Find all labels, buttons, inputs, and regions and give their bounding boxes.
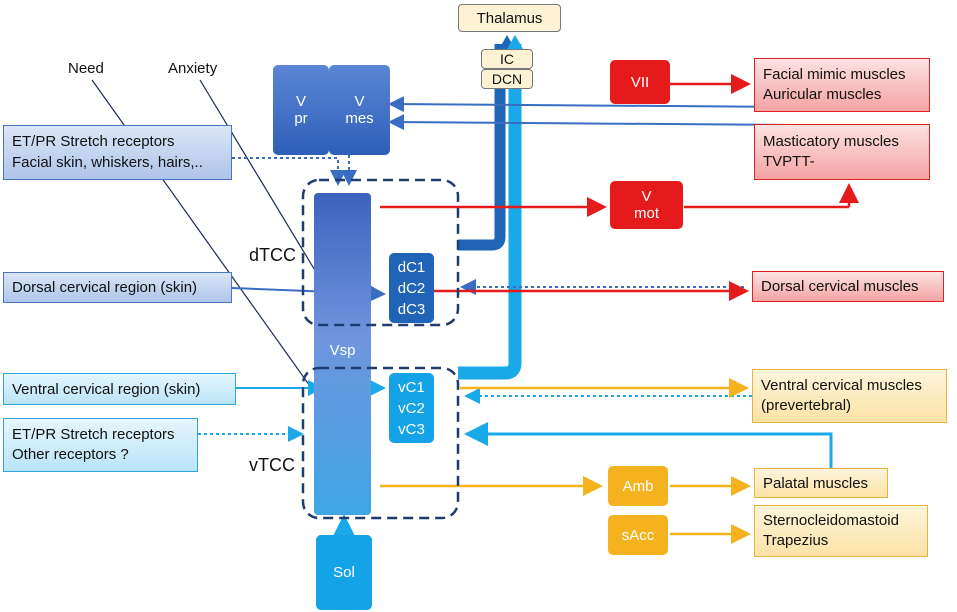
etpr-other-line2: Other receptors ? <box>12 446 129 463</box>
dc3-label: dC3 <box>397 300 426 318</box>
etpr-facial-input: ET/PR Stretch receptors Facial skin, whi… <box>3 125 232 180</box>
mast-line1: Masticatory muscles <box>763 132 899 150</box>
sacc-label: sAcc <box>621 526 655 544</box>
scm-trapezius-output: Sternocleidomastoid Trapezius <box>754 505 928 557</box>
vtcc-label: vTCC <box>249 455 295 475</box>
ventral-cervical-muscles-output: Ventral cervical muscles (prevertebral) <box>752 369 947 423</box>
vc-nuclei: vC1 vC2 vC3 <box>389 373 434 443</box>
ventral-cervical-input: Ventral cervical region (skin) <box>3 373 236 405</box>
dtcc-ascending-tract <box>458 44 506 251</box>
etpr-facial-line2: Facial skin, whiskers, hairs,.. <box>12 153 203 171</box>
vsp-label: Vsp <box>329 342 356 359</box>
vtcc-region <box>301 366 460 520</box>
scm-line2: Trapezius <box>763 532 829 549</box>
dc1-label: dC1 <box>397 258 426 276</box>
vc2-label: vC2 <box>398 399 425 417</box>
v-mes-nucleus: V mes <box>329 65 390 155</box>
ventral-line1: Ventral cervical muscles <box>761 376 922 394</box>
vc1-label: vC1 <box>398 378 425 396</box>
facial-line2: Auricular muscles <box>763 86 882 103</box>
v-mot-line2: mot <box>633 205 659 222</box>
facial-muscles-output: Facial mimic muscles Auricular muscles <box>754 58 930 112</box>
etpr-other-line1: ET/PR Stretch receptors <box>12 425 175 443</box>
amb-label: Amb <box>622 477 654 495</box>
sol-nucleus: Sol <box>316 535 372 610</box>
thalamus-box: Thalamus <box>458 4 561 32</box>
v-mot-nucleus: V mot <box>610 181 683 229</box>
dorsal-cervical-label: Dorsal cervical region (skin) <box>12 279 198 296</box>
scm-line1: Sternocleidomastoid <box>763 511 899 529</box>
palatal-muscles-output: Palatal muscles <box>754 468 888 498</box>
dorsal-cervical-input: Dorsal cervical region (skin) <box>3 272 232 303</box>
amb-nucleus: Amb <box>608 466 668 506</box>
etpr-facial-line1: ET/PR Stretch receptors <box>12 133 175 151</box>
ic-label: IC <box>500 51 514 67</box>
sol-label: Sol <box>333 564 355 581</box>
sacc-nucleus: sAcc <box>608 515 668 555</box>
dc2-label: dC2 <box>397 279 426 297</box>
dtcc-label: dTCC <box>249 245 297 265</box>
ic-box: IC <box>481 49 533 69</box>
vii-nucleus: VII <box>610 60 670 104</box>
vc3-label: vC3 <box>398 420 425 438</box>
dorsal-muscles-label: Dorsal cervical muscles <box>761 278 919 295</box>
v-pr-line1: V <box>295 93 306 110</box>
dorsal-cervical-muscles-output: Dorsal cervical muscles <box>752 271 944 302</box>
anxiety-label: Anxiety <box>168 60 218 77</box>
v-pr-line2: pr <box>294 110 308 127</box>
v-mot-line1: V <box>641 188 652 205</box>
need-label: Need <box>68 60 104 77</box>
vtcc-ascending-tract <box>458 44 522 380</box>
facial-line1: Facial mimic muscles <box>763 65 906 83</box>
dc-nuclei: dC1 dC2 dC3 <box>389 253 434 323</box>
vsp-column <box>314 193 371 515</box>
v-pr-nucleus: V pr <box>273 65 329 155</box>
thalamus-label: Thalamus <box>476 9 543 27</box>
ventral-line2: (prevertebral) <box>761 397 852 414</box>
etpr-other-input: ET/PR Stretch receptors Other receptors … <box>3 418 198 472</box>
dcn-label: DCN <box>491 71 523 87</box>
palatal-label: Palatal muscles <box>763 474 869 492</box>
ventral-cervical-label: Ventral cervical region (skin) <box>12 380 201 398</box>
vii-label: VII <box>630 73 650 91</box>
v-mes-line2: mes <box>345 110 374 127</box>
mast-line2: TVPTT- <box>763 153 815 170</box>
v-mes-line1: V <box>354 93 365 110</box>
dcn-box: DCN <box>481 69 533 89</box>
masticatory-muscles-output: Masticatory muscles TVPTT- <box>754 124 930 180</box>
